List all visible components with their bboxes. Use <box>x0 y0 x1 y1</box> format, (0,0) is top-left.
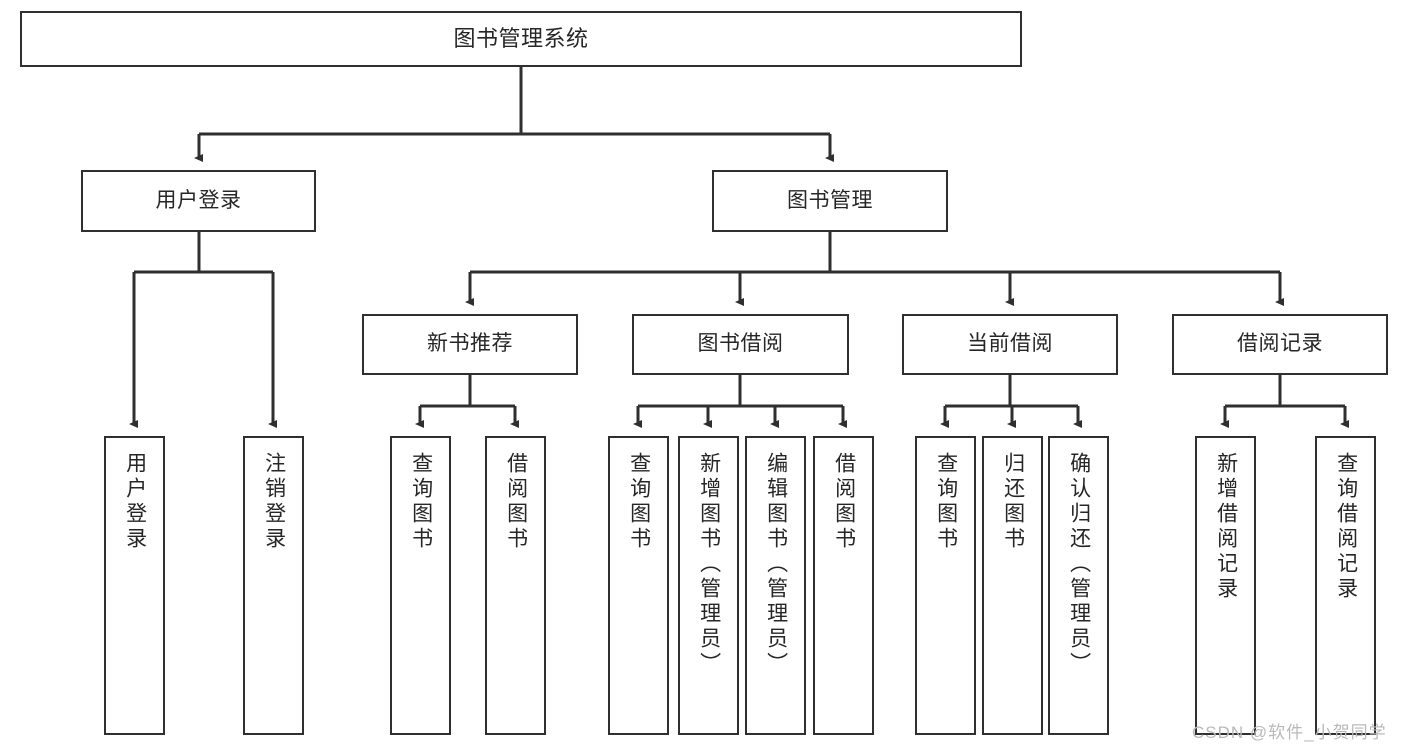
node-book-management[interactable]: 图书管理 <box>712 170 948 232</box>
node-label: 新增借阅记录 <box>1214 452 1238 602</box>
leaf-borrow-book[interactable]: 借阅图书 <box>813 436 874 735</box>
node-label: 用户登录 <box>123 452 147 552</box>
leaf-query-book-current[interactable]: 查询图书 <box>915 436 976 735</box>
node-label: 新书推荐 <box>427 332 513 356</box>
node-label: 图书管理系统 <box>453 26 589 52</box>
node-borrow-record[interactable]: 借阅记录 <box>1172 314 1388 375</box>
node-label: 借阅图书 <box>832 452 856 552</box>
node-root-book-management-system[interactable]: 图书管理系统 <box>20 11 1022 67</box>
node-label: 用户登录 <box>155 188 242 212</box>
node-label: 编辑图书（管理员） <box>764 452 788 677</box>
leaf-add-borrow-record[interactable]: 新增借阅记录 <box>1195 436 1256 735</box>
leaf-confirm-return-admin[interactable]: 确认归还（管理员） <box>1048 436 1109 735</box>
node-label: 借阅图书 <box>504 452 528 552</box>
node-label: 查询借阅记录 <box>1334 452 1358 602</box>
leaf-query-borrow-record[interactable]: 查询借阅记录 <box>1315 436 1376 735</box>
leaf-query-book-new-recommend[interactable]: 查询图书 <box>390 436 451 735</box>
leaf-borrow-book-new-recommend[interactable]: 借阅图书 <box>485 436 546 735</box>
node-current-borrow[interactable]: 当前借阅 <box>902 314 1118 375</box>
leaf-add-book-admin[interactable]: 新增图书（管理员） <box>678 436 739 735</box>
node-label: 查询图书 <box>934 452 958 552</box>
leaf-edit-book-admin[interactable]: 编辑图书（管理员） <box>745 436 806 735</box>
node-user-login[interactable]: 用户登录 <box>81 170 316 232</box>
node-label: 查询图书 <box>627 452 651 552</box>
node-label: 查询图书 <box>409 452 433 552</box>
node-label: 图书管理 <box>787 188 873 212</box>
leaf-logout[interactable]: 注销登录 <box>243 436 304 735</box>
node-label: 当前借阅 <box>967 332 1053 356</box>
node-label: 图书借阅 <box>697 332 784 356</box>
node-book-borrow[interactable]: 图书借阅 <box>632 314 849 375</box>
node-new-book-recommend[interactable]: 新书推荐 <box>362 314 578 375</box>
watermark: CSDN @软件_小贺同学 <box>1192 723 1387 742</box>
node-label: 借阅记录 <box>1237 332 1323 356</box>
node-label: 确认归还（管理员） <box>1067 452 1091 677</box>
node-label: 注销登录 <box>262 452 286 552</box>
leaf-user-login[interactable]: 用户登录 <box>104 436 165 735</box>
node-label: 归还图书 <box>1001 452 1025 552</box>
node-label: 新增图书（管理员） <box>697 452 721 677</box>
leaf-query-book[interactable]: 查询图书 <box>608 436 669 735</box>
leaf-return-book[interactable]: 归还图书 <box>982 436 1043 735</box>
